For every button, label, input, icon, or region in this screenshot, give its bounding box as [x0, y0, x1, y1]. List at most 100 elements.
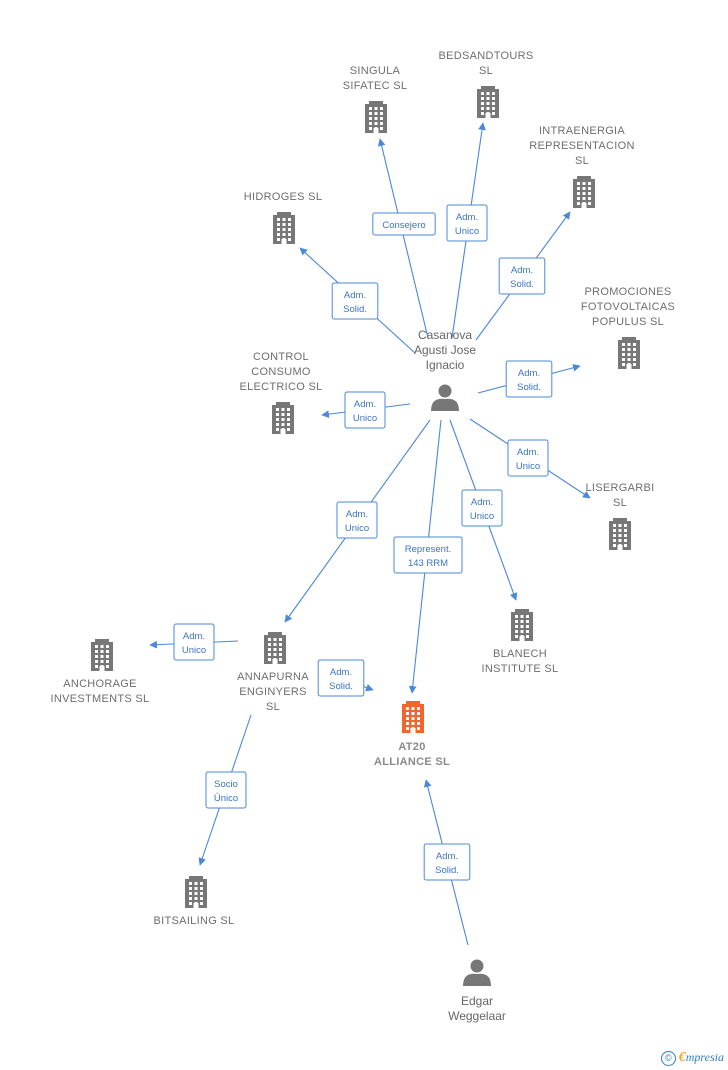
node-bitsailing[interactable]: BITSAILING SL [154, 876, 235, 927]
building-icon [477, 86, 499, 118]
copyright-icon: © [660, 1050, 676, 1066]
building-icon [511, 609, 533, 641]
building-icon [618, 337, 640, 369]
edge-label-casanova-to-singula[interactable]: Consejero [372, 212, 436, 236]
node-label-control: CONTROL [253, 351, 309, 363]
node-hidroges[interactable]: HIDROGES SL [244, 191, 323, 244]
edge-label-text: Solid. [329, 681, 353, 692]
building-icon [272, 402, 294, 434]
edge-label-text: Único [214, 793, 238, 804]
edge-label-annapurna-to-anchorage[interactable]: Adm.Unico [173, 623, 215, 661]
node-label-bedsandtours: BEDSANDTOURS [438, 50, 533, 62]
node-blanech[interactable]: BLANECH INSTITUTE SL [482, 609, 559, 675]
node-label-blanech: BLANECH [493, 648, 547, 660]
building-icon [273, 212, 295, 244]
node-label-singula: SINGULA [350, 65, 401, 77]
edge-label-text: Consejero [382, 220, 425, 231]
edge-label-text: Adm. [344, 290, 366, 301]
edge-label-text: Adm. [517, 447, 539, 458]
edge-label-text: Adm. [456, 212, 478, 223]
edge-label-casanova-to-annapurna[interactable]: Adm.Unico [336, 501, 378, 539]
edge-label-text: Adm. [436, 851, 458, 862]
node-label-annapurna: ENGINYERS [239, 686, 307, 698]
node-label-casanova: Ignacio [426, 358, 465, 372]
edge-label-text: Solid. [343, 304, 367, 315]
edge-label-text: Solid. [517, 382, 541, 393]
edge-label-casanova-to-bedsandtours[interactable]: Adm.Unico [446, 204, 488, 242]
edge-label-box [507, 439, 549, 477]
edge-label-casanova-to-control[interactable]: Adm.Unico [344, 391, 386, 429]
node-label-promociones: PROMOCIONES [584, 286, 671, 298]
node-label-blanech: INSTITUTE SL [482, 663, 559, 675]
node-label-anchorage: ANCHORAGE [63, 678, 137, 690]
brand-logo[interactable]: €mpresia [678, 1050, 724, 1065]
building-icon [402, 701, 424, 733]
edge-label-box [331, 282, 379, 320]
edge-label-text: Adm. [518, 368, 540, 379]
node-label-intraenergia: SL [575, 155, 589, 167]
node-label-bedsandtours: SL [479, 65, 493, 77]
edge-label-box [317, 659, 365, 697]
node-label-annapurna: SL [266, 701, 280, 713]
node-label-edgar: Weggelaar [448, 1009, 506, 1023]
edge-label-text: Represent. [405, 544, 451, 555]
node-label-intraenergia: INTRAENERGIA [539, 125, 625, 137]
node-label-promociones: POPULUS SL [592, 316, 664, 328]
node-label-lisergarbi: SL [613, 497, 627, 509]
edge-label-box [446, 204, 488, 242]
node-anchorage[interactable]: ANCHORAGE INVESTMENTS SL [51, 639, 150, 705]
edge-label-casanova-to-intraenergia[interactable]: Adm. Solid. [498, 257, 546, 295]
edge-label-casanova-to-blanech[interactable]: Adm. Unico [461, 489, 503, 527]
edge-label-text: Adm. [511, 265, 533, 276]
building-icon [91, 639, 113, 671]
edge-label-casanova-to-hidroges[interactable]: Adm. Solid. [331, 282, 379, 320]
node-promociones[interactable]: PROMOCIONES FOTOVOLTAICAS POPULUS SL [581, 286, 675, 369]
edge-label-text: Adm. [346, 509, 368, 520]
building-icon [264, 632, 286, 664]
edge-label-text: Unico [470, 511, 494, 522]
edge-label-text: Adm. [183, 631, 205, 642]
edge-label-box [336, 501, 378, 539]
node-bedsandtours[interactable]: BEDSANDTOURS SL [438, 50, 533, 118]
edge-label-text: Socio [214, 779, 238, 790]
node-label-casanova: Casanova [418, 328, 472, 342]
node-label-intraenergia: REPRESENTACION [529, 140, 634, 152]
node-label-promociones: FOTOVOLTAICAS [581, 301, 675, 313]
node-label-casanova: Agusti Jose [414, 343, 476, 357]
building-icon [573, 176, 595, 208]
edge-label-casanova-to-promociones[interactable]: Adm. Solid. [505, 360, 553, 398]
node-label-singula: SIFATEC SL [343, 80, 408, 92]
edge-label-box [423, 843, 471, 881]
edge-label-box [344, 391, 386, 429]
node-label-edgar: Edgar [461, 994, 493, 1008]
edge-label-text: Adm. [471, 497, 493, 508]
edge-label-box [393, 536, 463, 574]
node-label-at20: AT20 [398, 741, 425, 753]
edge-casanova-to-singula [377, 138, 429, 339]
edge-labels-layer: ConsejeroAdm.UnicoAdm.Solid.Adm.Solid.Ad… [173, 204, 553, 881]
node-singula[interactable]: SINGULA SIFATEC SL [343, 65, 408, 133]
edge-label-casanova-to-lisergarbi[interactable]: Adm. Unico [507, 439, 549, 477]
edge-label-text: Unico [516, 461, 540, 472]
node-label-anchorage: INVESTMENTS SL [51, 693, 150, 705]
building-icon [609, 518, 631, 550]
edge-label-annapurna-to-at20[interactable]: Adm. Solid. [317, 659, 365, 697]
edge-label-text: Adm. [330, 667, 352, 678]
footer-credit: © €mpresia [660, 1050, 724, 1066]
edge-label-text: Solid. [510, 279, 534, 290]
person-icon [431, 384, 459, 411]
edge-label-box [205, 771, 247, 809]
edge-label-edgar-to-at20[interactable]: Adm.Solid. [423, 843, 471, 881]
node-label-control: ELECTRICO SL [239, 381, 322, 393]
edge-label-casanova-to-at20[interactable]: Represent.143 RRM [393, 536, 463, 574]
node-intraenergia[interactable]: INTRAENERGIA REPRESENTACION SL [529, 125, 634, 208]
